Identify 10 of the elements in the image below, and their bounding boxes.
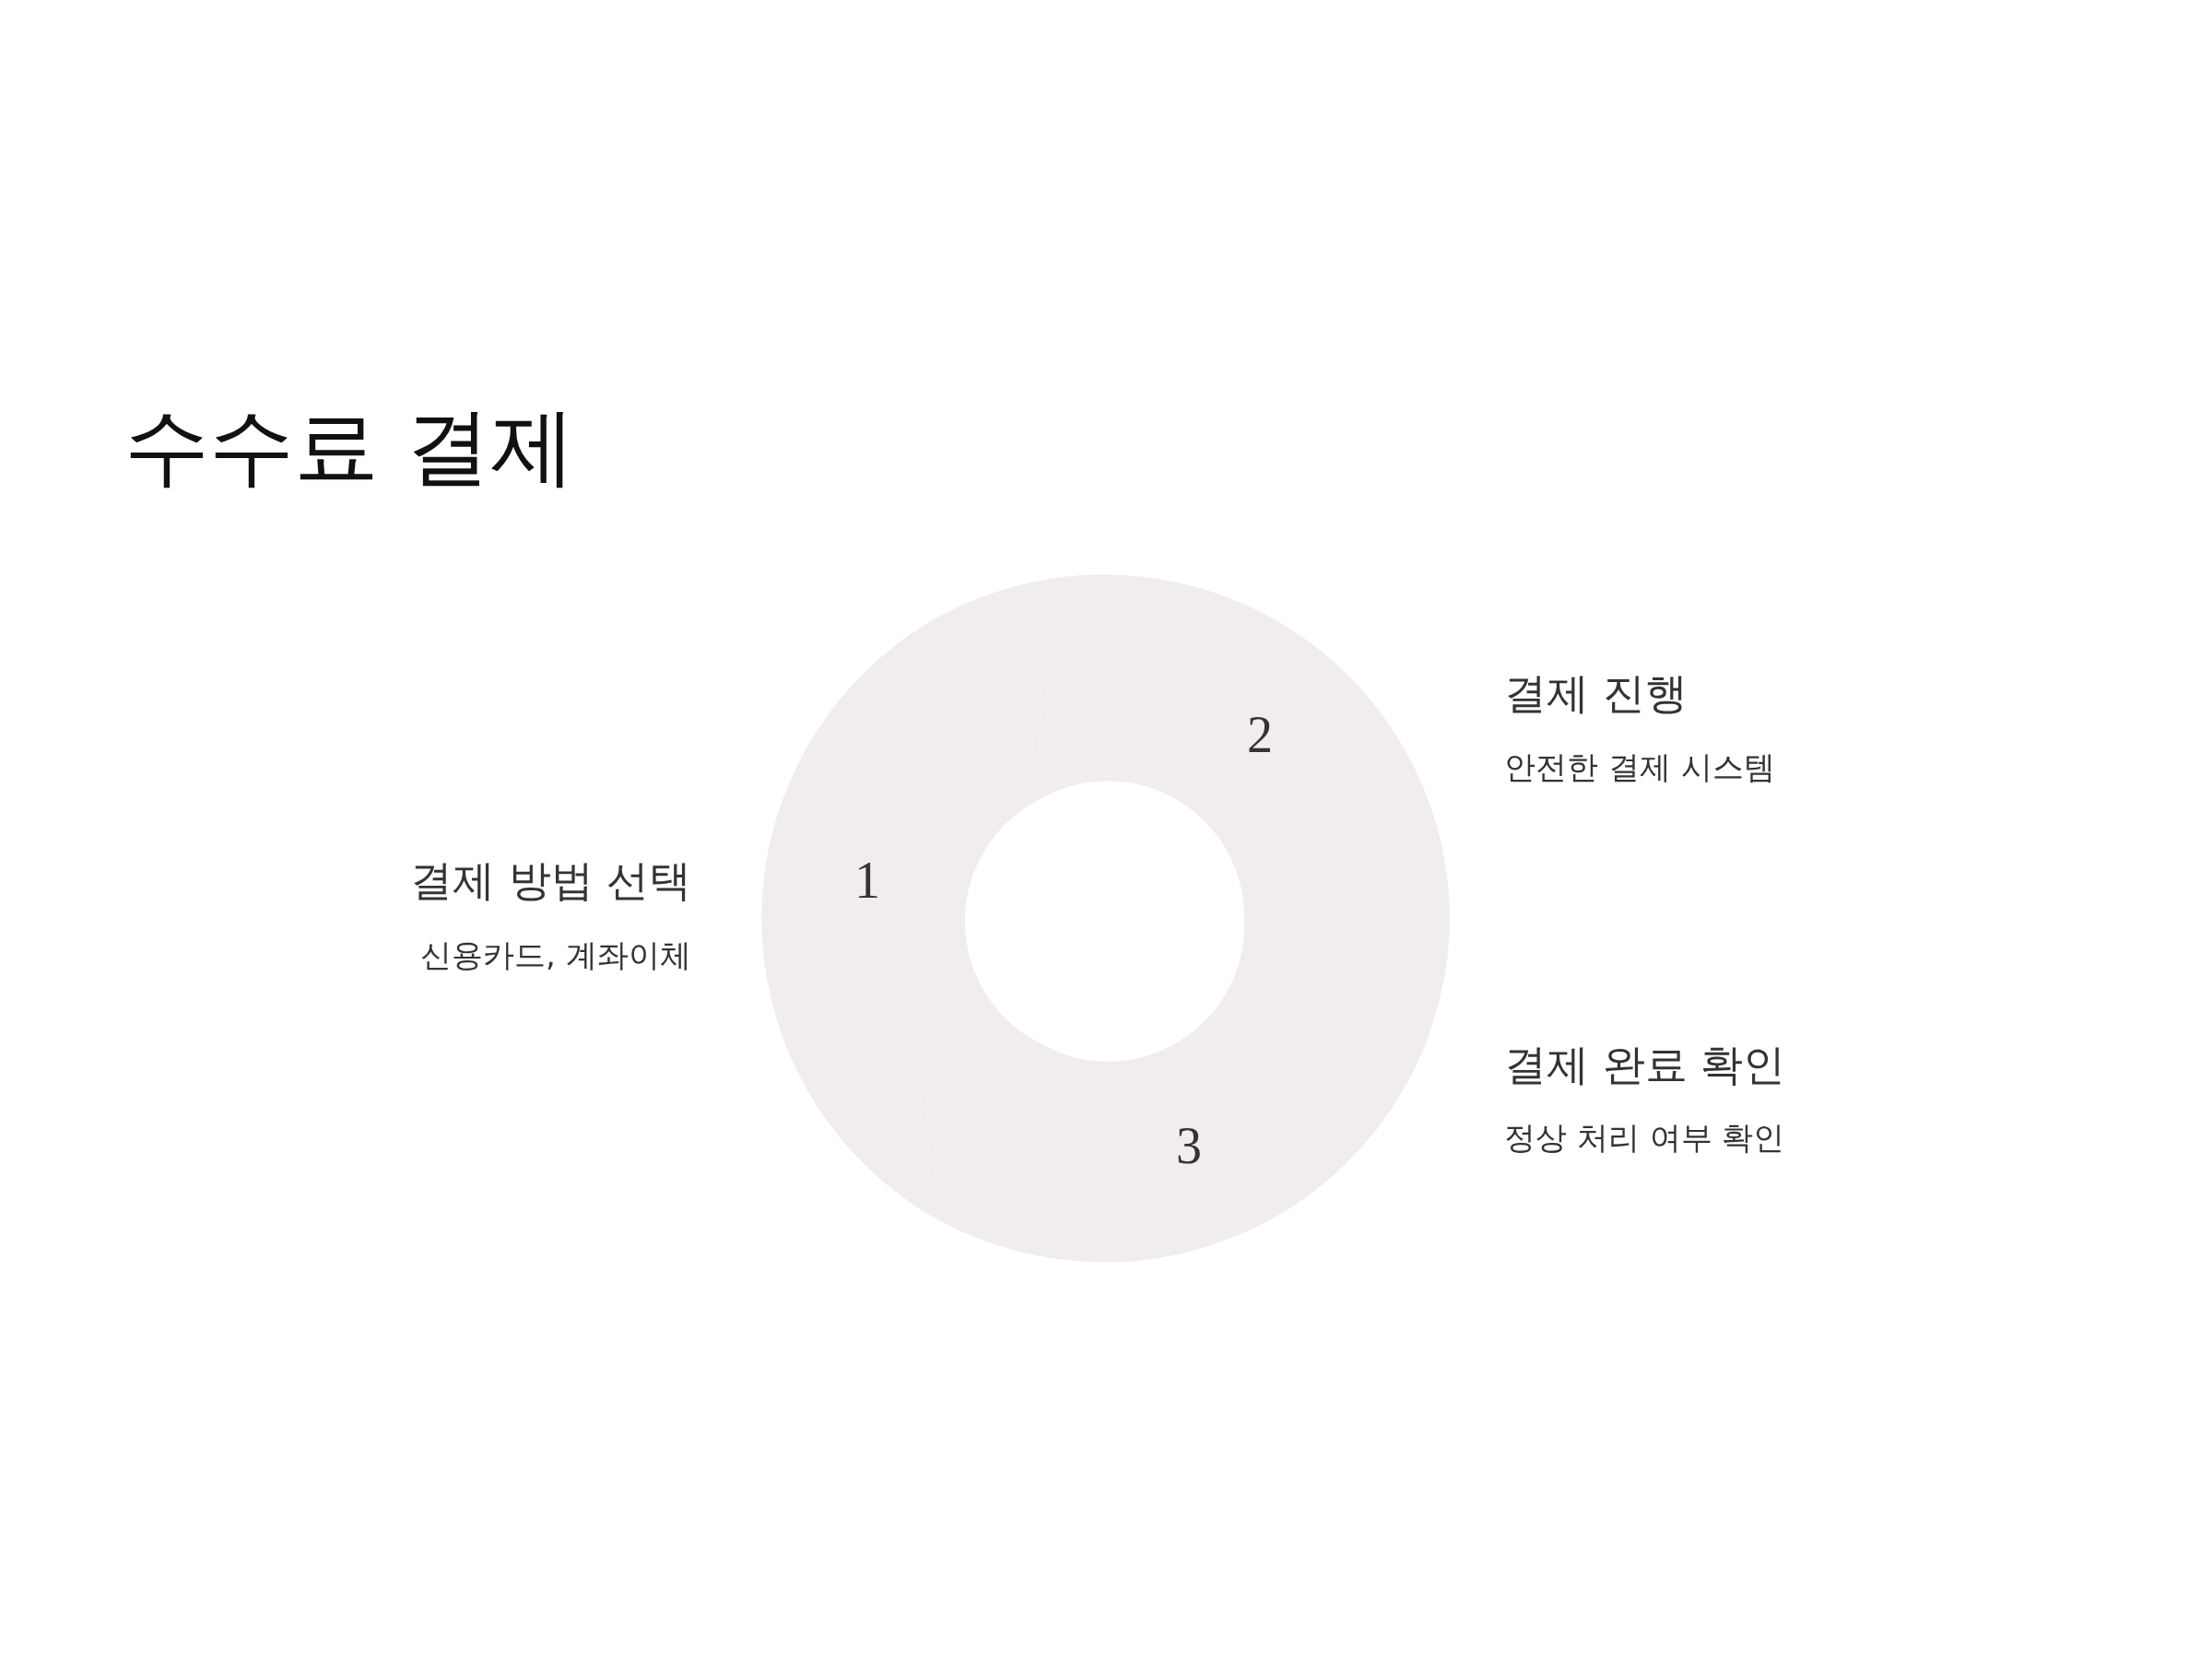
step-description: 신용카드, 계좌이체 <box>420 935 691 974</box>
step-number: 1 <box>854 854 880 906</box>
title: 수수료 결제 <box>124 396 576 498</box>
step-number: 3 <box>1176 1120 1202 1171</box>
step-description: 정상 처리 여부 확인 <box>1504 1119 1785 1158</box>
step-heading: 결제 방법 선택 <box>410 854 692 906</box>
step-description: 안전한 결제 시스템 <box>1504 748 1775 787</box>
step-heading: 결제 진행 <box>1504 668 1688 720</box>
step-heading: 결제 완료 확인 <box>1504 1040 1786 1091</box>
step-number: 2 <box>1247 709 1273 760</box>
